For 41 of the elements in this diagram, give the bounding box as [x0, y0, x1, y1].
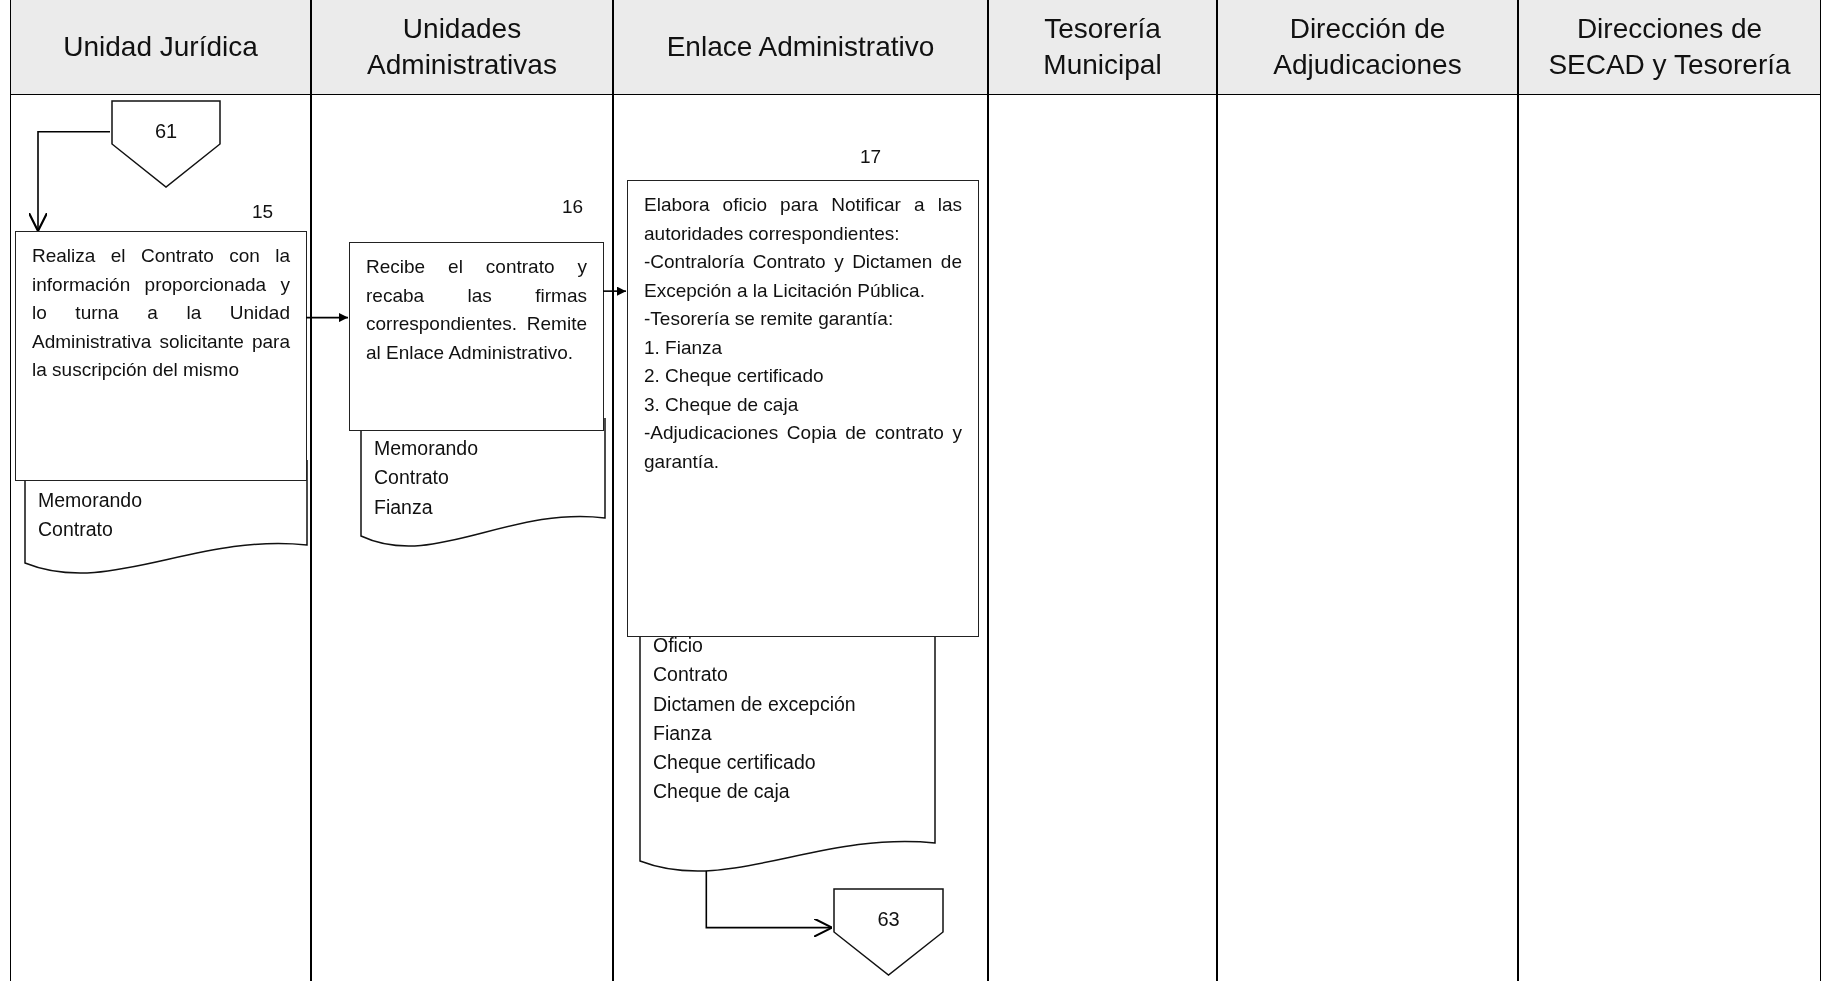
connector-number: 61 — [154, 120, 178, 142]
lane-header: Unidades Administrativas — [366, 11, 558, 82]
step-text: -Tesorería se remite garantía: — [644, 307, 895, 331]
document-item: Oficio — [653, 633, 704, 658]
swimlane — [1217, 0, 1518, 981]
document-item: Contrato — [653, 662, 729, 688]
document-item: Cheque de caja — [653, 779, 791, 805]
step-number: 16 — [562, 195, 584, 219]
swimlane — [311, 0, 613, 981]
arrow — [602, 286, 627, 296]
step-text: 2. Cheque certificado — [644, 364, 825, 388]
lane-header: Tesorería Municipal — [1042, 11, 1163, 82]
step-text: Realiza el Contrato con la información proporcionada y lo turna a la Unidad Administrativa solicitante para la suscripción del mismo — [32, 244, 290, 382]
arrow — [27, 130, 111, 233]
document-item: Memorando — [374, 436, 480, 461]
lane-header: Dirección de Adjudicaciones — [1272, 11, 1463, 82]
step-number: 15 — [252, 200, 274, 224]
swimlane — [1518, 0, 1821, 981]
step-text: Recibe el contrato y recaba las firmas correspondientes. Remite al Enlace Administrativo. — [366, 255, 587, 365]
step-text: -Adjudicaciones Copia de contrato y garantía. — [644, 421, 962, 474]
swimlane — [10, 0, 311, 981]
document-item: Memorando — [38, 488, 144, 513]
document-item: Fianza — [653, 720, 713, 746]
step-text: 3. Cheque de caja — [644, 392, 800, 417]
arrow — [305, 313, 349, 323]
connector-number: 63 — [877, 908, 900, 930]
step-text: Elabora oficio para Notificar a las autoridades correspondientes: — [644, 193, 962, 246]
swimlane — [613, 0, 988, 981]
arrow — [705, 870, 834, 938]
step-text: -Contraloría Contrato y Dictamen de Excepción a la Licitación Pública. — [644, 250, 962, 303]
step-text: 1. Fianza — [644, 335, 724, 360]
lane-header: Enlace Administrativo — [665, 29, 936, 64]
swimlane — [988, 0, 1217, 981]
document-item: Fianza — [374, 494, 434, 520]
step-number: 17 — [860, 145, 882, 169]
document-item: Cheque certificado — [653, 750, 817, 775]
document-item: Contrato — [374, 465, 450, 491]
document-item: Contrato — [38, 517, 114, 543]
lane-header: Unidad Jurídica — [62, 29, 259, 64]
document-item: Dictamen de excepción — [653, 691, 857, 717]
lane-header: Direcciones de SECAD y Tesorería — [1547, 11, 1792, 82]
